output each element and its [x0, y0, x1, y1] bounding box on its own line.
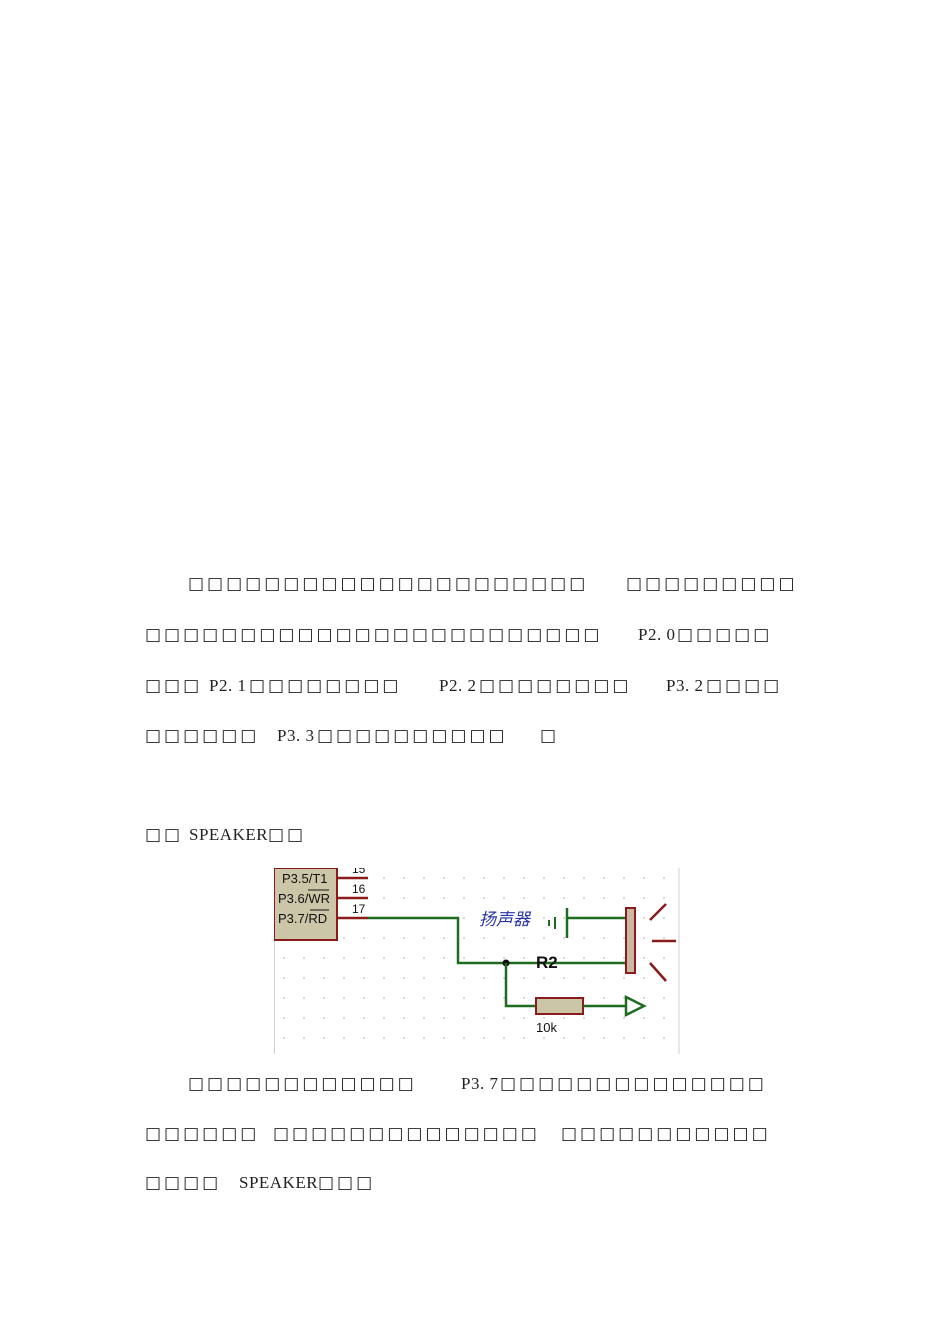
text-run: □□□□□□□□□□□ — [561, 1124, 771, 1144]
text-run: P2. 2 — [439, 676, 477, 695]
text-run: SPEAKER — [239, 1173, 319, 1192]
wire-p37 — [368, 916, 506, 965]
text-run: □□□□ — [145, 1173, 222, 1193]
pin-number: 16 — [352, 882, 366, 896]
text-run: □□□□□□□□□□□□□□□□□□□□□□□□ — [145, 625, 603, 645]
text-run: □ — [540, 726, 560, 746]
text-run: □□□□□□ — [145, 1124, 260, 1144]
sound-wave-top — [649, 903, 667, 921]
text-run: □□□□□□□□ — [479, 676, 632, 696]
text-run: □□□ — [145, 676, 203, 696]
heading-suffix: □□ — [268, 825, 307, 845]
speaker-body — [625, 907, 636, 974]
sound-wave-bottom — [649, 962, 667, 982]
pin-label: P3.6/WR — [278, 891, 330, 906]
pin-label: P3.7/RD — [278, 911, 327, 926]
text-run: □□□□□□□□□□□□□□ — [500, 1074, 767, 1094]
text-run: □□□□□□ — [145, 726, 260, 746]
power-arrow — [624, 994, 647, 1018]
text-run: □□□□□□□□□□ — [317, 726, 508, 746]
text-run: P3. 7 — [461, 1074, 499, 1093]
resistor-body — [535, 997, 584, 1015]
text-run: P3. 3 — [277, 726, 315, 745]
text-run: □□□□□ — [677, 625, 773, 645]
text-run: □□□□□□□□□ — [626, 574, 798, 594]
text-run: □□□□□□□□□□□□ — [188, 1074, 417, 1094]
text-run: □□□□□□□□□□□□□□ — [273, 1124, 540, 1144]
text-run: □□□□□□□□□□□□□□□□□□□□□ — [188, 574, 589, 594]
wire-to-resistor — [504, 963, 536, 1008]
pin-number: 17 — [352, 902, 366, 916]
text-run: □□□□□□□□ — [249, 676, 402, 696]
resistor-name: R2 — [536, 953, 558, 972]
mcu-body — [273, 867, 338, 941]
text-run: P3. 2 — [666, 676, 704, 695]
heading-label: SPEAKER — [189, 825, 269, 844]
pin-number: 15 — [352, 868, 366, 876]
text-run: □□□□ — [706, 676, 783, 696]
text-run: P2. 1 — [209, 676, 247, 695]
heading-prefix: □□ — [145, 825, 184, 845]
text-run: P2. 0 — [638, 625, 676, 644]
resistor-value: 10k — [536, 1020, 557, 1035]
pin-label: P3.5/T1 — [282, 871, 328, 886]
text-run: □□□ — [318, 1173, 376, 1193]
speaker-label: 扬声器 — [479, 910, 532, 930]
speaker-circuit-figure: P3.5/T1 P3.6/WR P3.7/RD 15 16 17 扬声器 R2 — [273, 862, 680, 1054]
